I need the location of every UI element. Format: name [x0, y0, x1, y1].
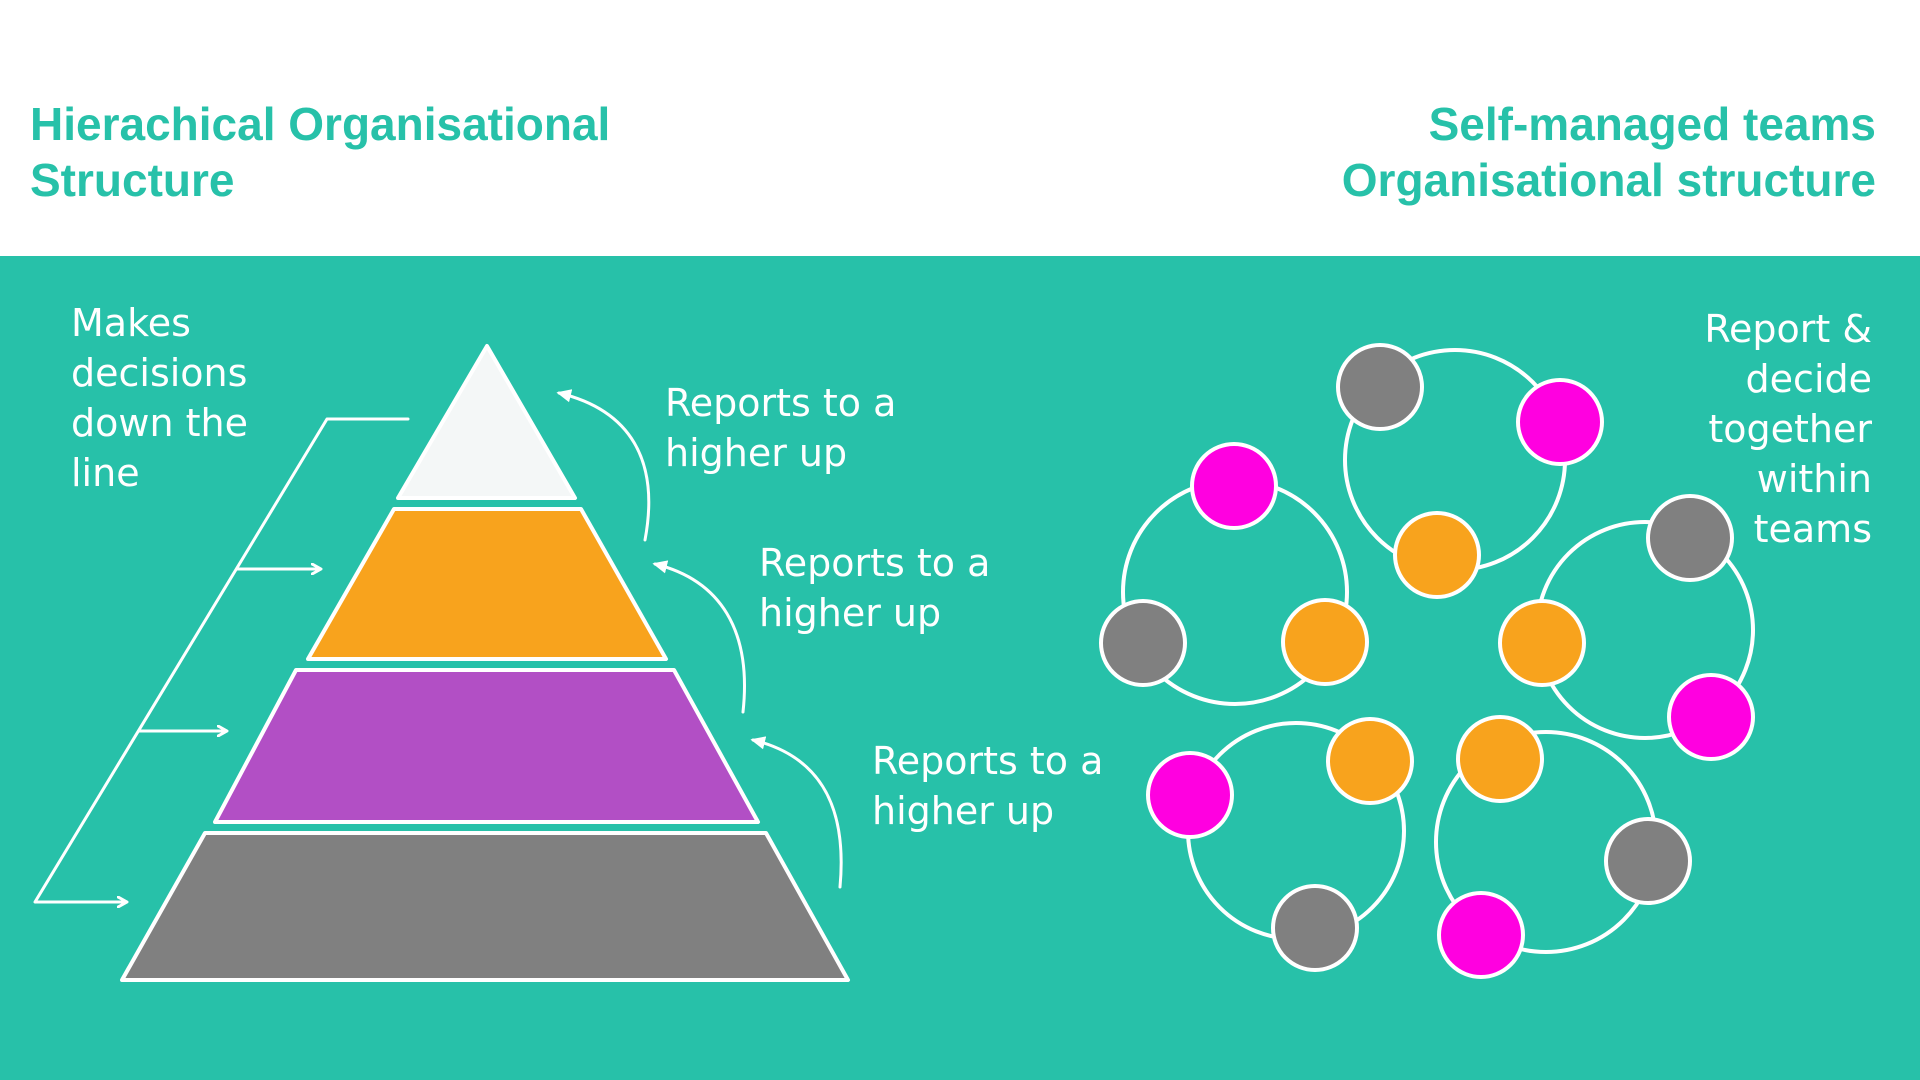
- decisions-label-line-1: Makes: [71, 301, 191, 345]
- self-managed-structure-title: Self-managed teams Organisational struct…: [1342, 96, 1876, 208]
- report-and-decide-together-label: Report & decide together within teams: [1704, 304, 1872, 554]
- teams-label-line-3: together: [1708, 407, 1872, 451]
- team-5: [1434, 715, 1692, 979]
- report-label-line-1: Reports to a: [665, 381, 897, 425]
- report-label-line-1: Reports to a: [759, 541, 991, 585]
- team-member-gray: [1604, 817, 1692, 905]
- teams-label-line-5: teams: [1753, 507, 1872, 551]
- team-member-orange: [1281, 598, 1369, 686]
- team-member-orange: [1456, 715, 1544, 803]
- teams-label-line-2: decide: [1745, 357, 1872, 401]
- pyramid-tier-third: [213, 668, 760, 824]
- header: Hierachical Organisational Structure Sel…: [0, 0, 1920, 256]
- team-4: [1146, 717, 1414, 972]
- decisions-down-the-line-label: Makes decisions down the line: [71, 298, 248, 498]
- self-managed-title-line-1: Self-managed teams: [1428, 98, 1876, 150]
- report-label-line-2: higher up: [759, 591, 942, 635]
- pyramid-tier-base: [120, 831, 850, 982]
- self-managed-title-line-2: Organisational structure: [1341, 154, 1876, 206]
- team-member-gray: [1336, 343, 1424, 431]
- team-member-orange: [1393, 511, 1481, 599]
- team-member-pink: [1146, 751, 1234, 839]
- team-2: [1099, 442, 1369, 706]
- pyramid-tier-second: [306, 507, 668, 661]
- report-label-line-2: higher up: [665, 431, 848, 475]
- team-member-pink: [1190, 442, 1278, 530]
- hierarchical-structure-title: Hierachical Organisational Structure: [30, 96, 610, 208]
- decision-line: [33, 417, 410, 904]
- reports-to-higher-up-label-bottom: Reports to a higher up: [872, 736, 1103, 836]
- team-3: [1498, 494, 1755, 761]
- team-member-gray: [1646, 494, 1734, 582]
- teams-label-line-1: Report &: [1704, 307, 1872, 351]
- report-arrow-to-third-tier: [750, 736, 843, 889]
- decisions-label-line-4: line: [71, 451, 140, 495]
- report-label-line-1: Reports to a: [872, 739, 1104, 783]
- pyramid-tier-top: [396, 344, 577, 500]
- team-member-pink: [1516, 378, 1604, 466]
- teams-label-line-4: within: [1756, 457, 1872, 501]
- report-arrow-to-top-tier: [556, 389, 651, 542]
- decisions-label-line-2: decisions: [71, 351, 248, 395]
- team-member-pink: [1667, 673, 1755, 761]
- hierarchical-title-line-2: Structure: [30, 154, 235, 206]
- team-member-orange: [1498, 599, 1586, 687]
- decisions-label-line-3: down the: [71, 401, 248, 445]
- team-1: [1336, 343, 1604, 599]
- report-arrow-to-second-tier: [652, 560, 746, 714]
- hierarchical-title-line-1: Hierachical Organisational: [30, 98, 611, 150]
- team-member-gray: [1271, 884, 1359, 972]
- team-member-gray: [1099, 599, 1187, 687]
- team-member-orange: [1326, 717, 1414, 805]
- team-member-pink: [1437, 891, 1525, 979]
- reports-to-higher-up-label-top: Reports to a higher up: [665, 378, 896, 478]
- report-label-line-2: higher up: [872, 789, 1055, 833]
- reports-to-higher-up-label-middle: Reports to a higher up: [759, 538, 990, 638]
